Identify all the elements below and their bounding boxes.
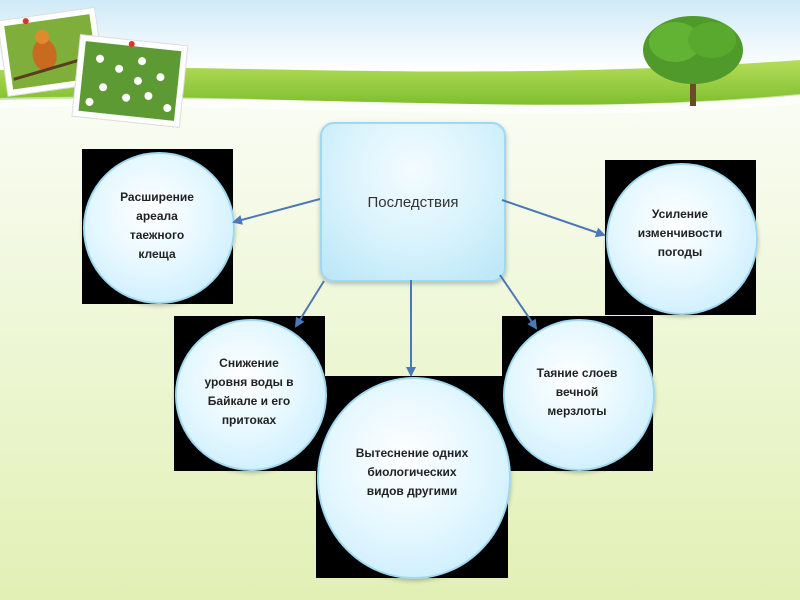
- photo-daisies-icon: [71, 34, 189, 128]
- node-text-weather: Усиление изменчивости погоды: [637, 206, 723, 259]
- node-circle-permafrost: [503, 319, 655, 471]
- node-label-weather: Усиление изменчивости погоды: [612, 193, 748, 273]
- node-label-baikal: Снижение уровня воды в Байкале и его при…: [184, 342, 314, 442]
- arrow-to-range: [232, 198, 321, 225]
- center-label: Последствия: [367, 193, 459, 211]
- node-text-baikal: Снижение уровня воды в Байкале и его при…: [204, 356, 294, 427]
- node-circle-range: [83, 152, 235, 304]
- node-text-species: Вытеснение одних биологических видов дру…: [355, 445, 469, 498]
- node-text-range: Расширение ареала таежного клеща: [120, 190, 194, 261]
- node-text-permafrost: Таяние слоев вечной мерзлоты: [536, 365, 618, 418]
- grass-strip: [0, 60, 800, 105]
- center-node: Последствия: [320, 122, 506, 282]
- arrow-to-weather: [501, 199, 606, 238]
- node-label-species: Вытеснение одних биологических видов дру…: [330, 432, 494, 512]
- header-banner: [0, 0, 800, 128]
- arrow-to-baikal: [294, 280, 325, 328]
- node-circle-baikal: [175, 319, 327, 471]
- node-circle-species: [317, 377, 511, 579]
- node-circle-weather: [606, 163, 758, 315]
- tree-icon: [643, 16, 743, 106]
- arrow-to-permafrost: [499, 274, 538, 330]
- node-label-permafrost: Таяние слоев вечной мерзлоты: [512, 352, 642, 432]
- node-label-range: Расширение ареала таежного клеща: [95, 176, 219, 276]
